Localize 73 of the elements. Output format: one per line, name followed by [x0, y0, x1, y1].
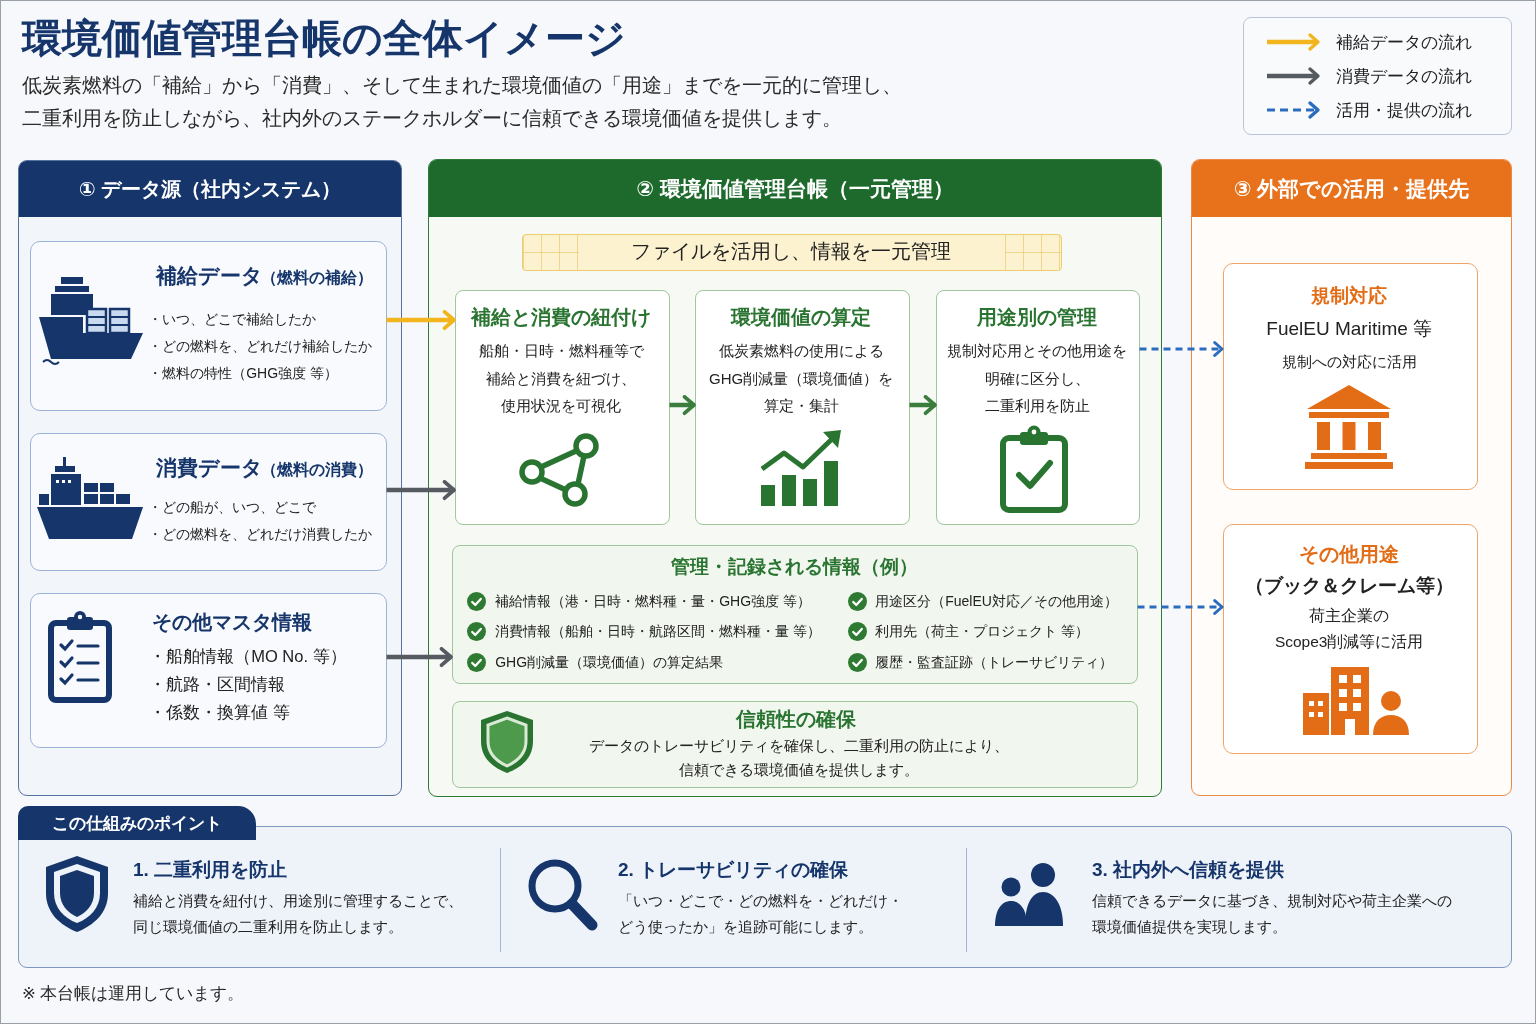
- list-item-text: 補給情報（港・日時・燃料種・量・GHG強度 等）: [495, 592, 811, 612]
- point-text: 補給と消費を紐付け、用途別に管理することで、同じ環境価値の二重利用を防止します。: [133, 892, 463, 937]
- legend-text: 補給データの流れ: [1336, 32, 1472, 53]
- card: [935, 289, 1140, 525]
- point-text: 「いつ・どこで・どの燃料を・どれだけ・どう使ったか」を追跡可能にします。: [618, 892, 903, 937]
- arrow: [386, 309, 456, 331]
- card: [1222, 523, 1478, 754]
- bullet-text: ・船舶情報（MO No. 等）: [149, 646, 347, 668]
- arrow: [386, 646, 453, 668]
- bullet-text: ・どの燃料を、どれだけ補給したか: [148, 337, 373, 357]
- legend-text: 活用・提供の流れ: [1336, 100, 1472, 121]
- point-heading: 2. トレーサビリティの確保: [618, 858, 849, 882]
- card: [29, 240, 387, 411]
- card-heading: 補給と消費の紐付け: [471, 305, 652, 331]
- box-heading: 管理・記録される情報（例）: [670, 554, 918, 579]
- panel-header: ① データ源（社内システム）: [19, 161, 401, 217]
- dashed-arrow: [1137, 599, 1224, 615]
- card-text: 荷主企業のScope3削減等に活用: [1274, 606, 1424, 653]
- card-subheading: （燃料の消費）: [261, 460, 374, 481]
- card: [454, 289, 670, 525]
- card: [451, 544, 1138, 684]
- card-heading: 用途別の管理: [977, 305, 1098, 331]
- card: [29, 592, 387, 748]
- panel: [1191, 159, 1512, 796]
- point-text: 信頼できるデータに基づき、規制対応や荷主企業への環境価値提供を実現します。: [1092, 892, 1452, 937]
- bullet-text: ・係数・換算値 等: [149, 702, 290, 724]
- list-item-text: 履歴・監査証跡（トレーサビリティ）: [875, 653, 1114, 673]
- panel: [18, 160, 402, 796]
- card-text: 船舶・日時・燃料種等で補給と消費を紐づけ、使用状況を可視化: [478, 341, 644, 417]
- section-tab: この仕組みのポイント: [18, 806, 256, 840]
- box-text: データのトレーサビリティを確保し、二重利用の防止により、信頼できる環境価値を提供します。: [589, 736, 1010, 781]
- panel-header: ② 環境価値管理台帳（一元管理）: [429, 160, 1161, 217]
- list-item-text: 用途区分（FuelEU対応／その他用途）: [875, 592, 1118, 612]
- arrow: [669, 394, 696, 416]
- subtitle-text: 低炭素燃料の「補給」から「消費」、そして生まれた環境価値の「用途」までを一元的に管理し、二重利用を防止しながら、社内外のステークホルダーに信頼できる環境価値を提供します。: [22, 72, 902, 131]
- bullet-text: ・航路・区間情報: [149, 674, 286, 696]
- arrow: [386, 479, 456, 501]
- card: [29, 432, 387, 571]
- box-heading: 信頼性の確保: [736, 707, 857, 733]
- panel: [428, 159, 1162, 797]
- card-text: 規制への対応に活用: [1281, 352, 1417, 373]
- bullet-text: ・いつ、どこで補給したか: [148, 310, 317, 330]
- card-heading: 規制対応: [1311, 284, 1388, 309]
- arrow: [909, 394, 937, 416]
- diagram-title: 環境価値管理台帳の全体イメージ: [22, 15, 626, 62]
- card-subheading: FuelEU Maritime 等: [1266, 317, 1433, 342]
- banner-text: ファイルを活用し、情報を一元管理: [631, 239, 951, 264]
- list-item-text: GHG削減量（環境価値）の算定結果: [495, 653, 724, 673]
- card-subheading: （燃料の補給）: [261, 268, 374, 289]
- list-item-text: 利用先（荷主・プロジェクト 等）: [875, 622, 1090, 642]
- card-heading: その他用途: [1299, 541, 1400, 567]
- card-heading: 消費データ: [156, 455, 264, 482]
- bullet-text: ・どの船が、いつ、どこで: [148, 498, 317, 518]
- list-item-text: 消費情報（船舶・日時・航路区間・燃料種・量 等）: [495, 622, 822, 642]
- card: [694, 289, 910, 525]
- card-heading: 環境価値の算定: [731, 305, 872, 331]
- panel-header: ③ 外部での活用・提供先: [1192, 160, 1511, 217]
- card-heading: その他マスタ情報: [152, 609, 313, 635]
- card: [451, 700, 1138, 788]
- card-text: 低炭素燃料の使用によるGHG削減量（環境価値）を算定・集計: [709, 341, 894, 417]
- dashed-arrow: [1139, 341, 1224, 357]
- footnote-text: ※ 本台帳は運用しています。: [22, 983, 245, 1004]
- point-heading: 3. 社内外へ信頼を提供: [1092, 858, 1285, 882]
- point-heading: 1. 二重利用を防止: [133, 858, 288, 882]
- bullet-text: ・どの燃料を、どれだけ消費したか: [148, 525, 373, 545]
- card-subheading: （ブック＆クレーム等）: [1244, 574, 1454, 599]
- legend-text: 消費データの流れ: [1336, 66, 1472, 87]
- points-panel: [18, 806, 1512, 968]
- bullet-text: ・燃料の特性（GHG強度 等）: [148, 364, 338, 384]
- card: [1222, 262, 1478, 490]
- banner: [521, 233, 1062, 271]
- card-text: 規制対応用とその他用途を明確に区分し、二重利用を防止: [947, 341, 1128, 417]
- card-heading: 補給データ: [156, 263, 264, 290]
